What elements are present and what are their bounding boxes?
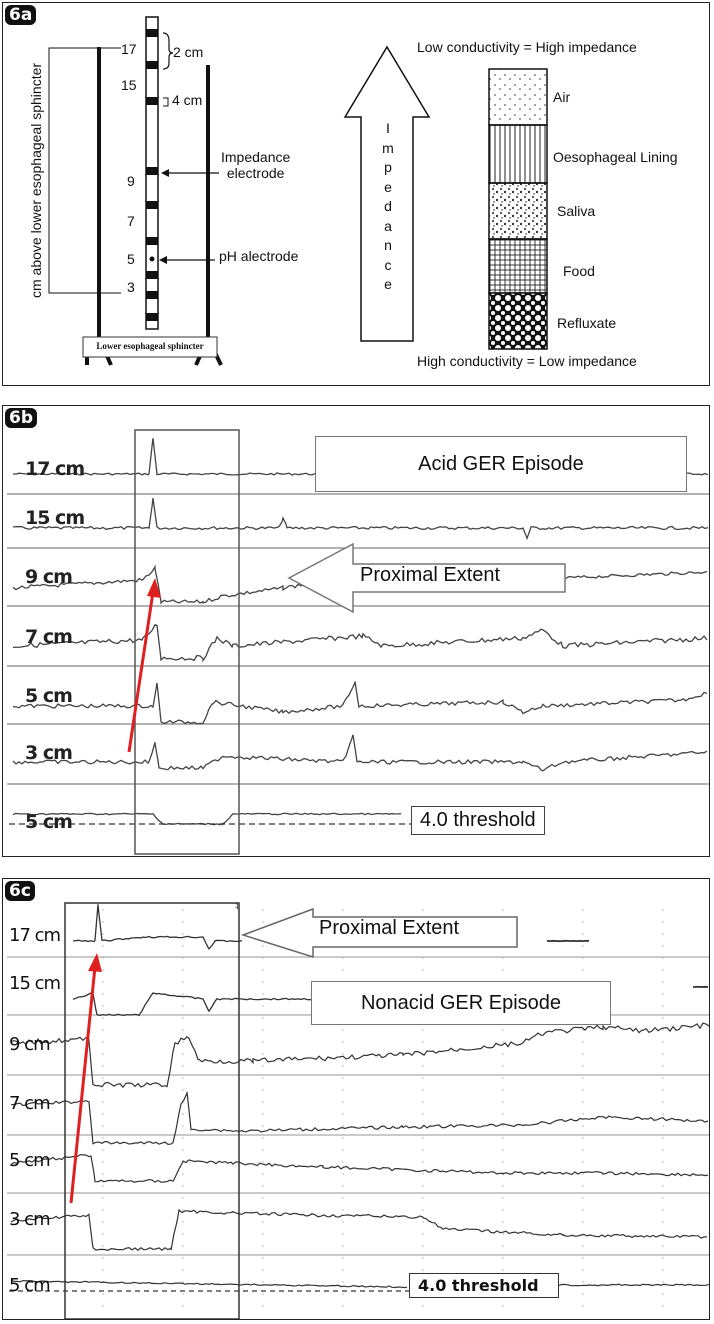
- tick-7: 7: [127, 213, 135, 229]
- threshold-label: 4.0 threshold: [409, 1273, 559, 1298]
- trace-line: [12, 438, 316, 476]
- layer-saliva: [488, 182, 548, 240]
- panel-tag: 6c: [5, 881, 35, 901]
- channel-label: 15 cm: [9, 973, 61, 994]
- layer-label-air: Air: [553, 89, 571, 105]
- panel-6b: 6b 17 cm 15 cm 9 cm 7 cm 5 cm 3 cm 5 cm …: [2, 405, 710, 857]
- impedance-electrode-label: Impedance electrode: [221, 149, 291, 181]
- extent-label: Proximal Extent: [360, 564, 501, 586]
- trace-line: [563, 570, 708, 579]
- scale-bracket: [48, 47, 121, 294]
- layer-food: [488, 238, 548, 294]
- trace-line: [686, 472, 709, 476]
- episode-box: [134, 429, 240, 855]
- layer-refluxate: [488, 292, 548, 350]
- channel-label: 9 cm: [25, 566, 73, 588]
- trace-line: [12, 681, 708, 725]
- tracing-6c: ‡: [7, 901, 709, 1319]
- bottom-caption: High conductivity = Low impedance: [417, 353, 637, 369]
- trace-line: [72, 992, 314, 1017]
- red-arrowhead: [88, 953, 102, 972]
- sphincter-box: [82, 336, 218, 358]
- trace-line: [10, 1208, 708, 1251]
- catheter-electrodes: [146, 29, 158, 321]
- channel-label: 17 cm: [25, 458, 85, 480]
- esophagus-wall-right: [194, 65, 210, 366]
- panel-6a: 6a: [2, 2, 710, 386]
- ph-electrode-label: pH alectrode: [219, 248, 299, 264]
- brace-4cm: [163, 97, 169, 107]
- extent-arrow: [287, 542, 566, 614]
- trace-line: [12, 624, 708, 663]
- arrow-impedance: [161, 169, 169, 177]
- channel-label: 15 cm: [25, 507, 85, 529]
- conductivity-column: [488, 68, 548, 350]
- spacing-2cm: 2 cm: [173, 44, 204, 60]
- layer-lining: [488, 124, 548, 184]
- episode-callout: Nonacid GER Episode: [311, 981, 611, 1025]
- red-arrow: [127, 591, 155, 753]
- sphincter-label: Lower esophageal sphincter: [96, 341, 204, 351]
- catheter-diagram: [48, 16, 548, 366]
- trace-line: [12, 734, 708, 772]
- channel-label: 5 cm: [25, 685, 73, 707]
- episode-box: [64, 902, 240, 1319]
- tracing-6b: [7, 429, 709, 855]
- trace-line: [10, 1091, 709, 1146]
- tick-15: 15: [121, 77, 137, 93]
- esophagus-wall-left: [85, 47, 101, 365]
- trace-line: [558, 1283, 709, 1287]
- channel-label: 3 cm: [9, 1209, 51, 1230]
- layer-label-refluxate: Refluxate: [557, 315, 617, 331]
- panel-6c: 6c ‡ 17 cm 15 cm 9 cm 7 cm 5 cm 3 cm 5 c…: [2, 878, 710, 1320]
- brace-2cm: [162, 32, 174, 70]
- channel-label: 7 cm: [25, 626, 73, 648]
- trace-line: [12, 498, 709, 541]
- panel-tag: 6a: [5, 5, 37, 25]
- trace-line: [12, 812, 402, 826]
- channel-label: 17 cm: [9, 925, 61, 946]
- episode-callout: Acid GER Episode: [315, 436, 687, 492]
- arrow-ph: [159, 256, 167, 264]
- trace-line: [10, 1022, 709, 1089]
- impedance-arrow: [343, 45, 431, 342]
- trace-line: [10, 1154, 709, 1183]
- trace-line: [72, 904, 243, 950]
- extent-arrow: [240, 907, 518, 959]
- layer-label-saliva: Saliva: [557, 203, 596, 219]
- trace-line: [10, 1279, 407, 1289]
- spacing-4cm: 4 cm: [172, 92, 203, 108]
- trace-line: [12, 564, 353, 605]
- impedance-arrow-text: I m p e d a n c e: [382, 120, 394, 292]
- red-arrow: [69, 966, 97, 1204]
- tick-9: 9: [127, 173, 135, 189]
- channel-label: 5 cm: [9, 1150, 51, 1171]
- channel-label: 9 cm: [9, 1034, 51, 1055]
- layer-label-lining: Oesophageal Lining: [553, 149, 678, 165]
- tick-5: 5: [127, 251, 135, 267]
- channel-label: 5 cm: [9, 1275, 51, 1296]
- channel-label: 3 cm: [25, 742, 73, 764]
- channel-label: 7 cm: [9, 1093, 51, 1114]
- extent-label: Proximal Extent: [319, 917, 460, 939]
- red-arrowhead: [147, 578, 161, 598]
- layer-label-food: Food: [563, 263, 595, 279]
- channel-label: 5 cm: [25, 811, 73, 833]
- tick-17: 17: [121, 41, 137, 57]
- tick-3: 3: [127, 279, 135, 295]
- layer-air: [488, 68, 548, 126]
- threshold-label: 4.0 threshold: [411, 806, 545, 835]
- panel-tag: 6b: [5, 408, 37, 428]
- top-caption: Low conductivity = High impedance: [417, 39, 637, 55]
- y-axis-label: cm above lower esophageal sphincter: [28, 62, 44, 298]
- marker-glyph: ‡: [235, 901, 240, 912]
